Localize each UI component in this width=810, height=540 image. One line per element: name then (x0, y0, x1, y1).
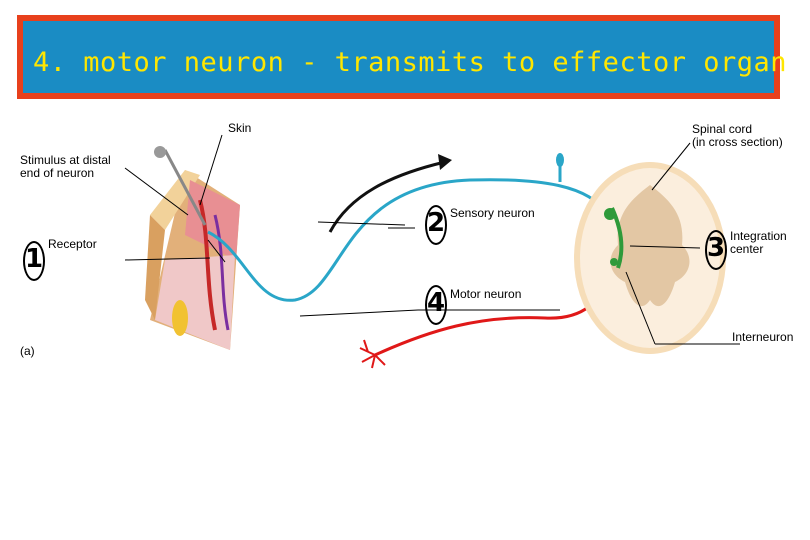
label-skin: Skin (228, 121, 252, 135)
title-banner: 4. motor neuron - transmits to effector … (17, 15, 787, 99)
slide-title: 4. motor neuron - transmits to effector … (33, 47, 787, 78)
label-spinal-cord-line1: Spinal cord (692, 122, 753, 136)
label-sensory-neuron: Sensory neuron (450, 206, 535, 220)
step-1-number: 1 (25, 244, 44, 274)
spinal-cord-cross-section (574, 162, 726, 354)
step-3-ring (705, 230, 727, 270)
label-interneuron: Interneuron (732, 330, 794, 344)
label-panel: (a) (20, 344, 35, 358)
label-stimulus-line1: Stimulus at distal (20, 153, 111, 167)
effector-ending (359, 339, 386, 369)
label-motor-neuron: Motor neuron (450, 287, 522, 301)
step-2-ring (425, 205, 447, 245)
sensory-cell-body (556, 153, 564, 167)
step-4-ring (425, 285, 447, 325)
step-1-ring (23, 241, 45, 281)
label-spinal-cord-line2: (in cross section) (692, 135, 783, 149)
leader-lines (124, 134, 740, 345)
step-3-number: 3 (707, 233, 726, 263)
sensory-neuron-fiber (207, 178, 614, 302)
label-stimulus-line2: end of neuron (20, 166, 95, 180)
skin-block-illustration (145, 146, 240, 350)
sensory-direction-arrow (328, 160, 446, 233)
label-integration-line2: center (730, 242, 764, 256)
step-4-number: 4 (427, 288, 446, 318)
label-receptor: Receptor (48, 237, 97, 251)
step-2-number: 2 (427, 208, 446, 238)
title-banner-inner: 4. motor neuron - transmits to effector … (23, 21, 787, 93)
label-integration-line1: Integration (730, 229, 787, 243)
